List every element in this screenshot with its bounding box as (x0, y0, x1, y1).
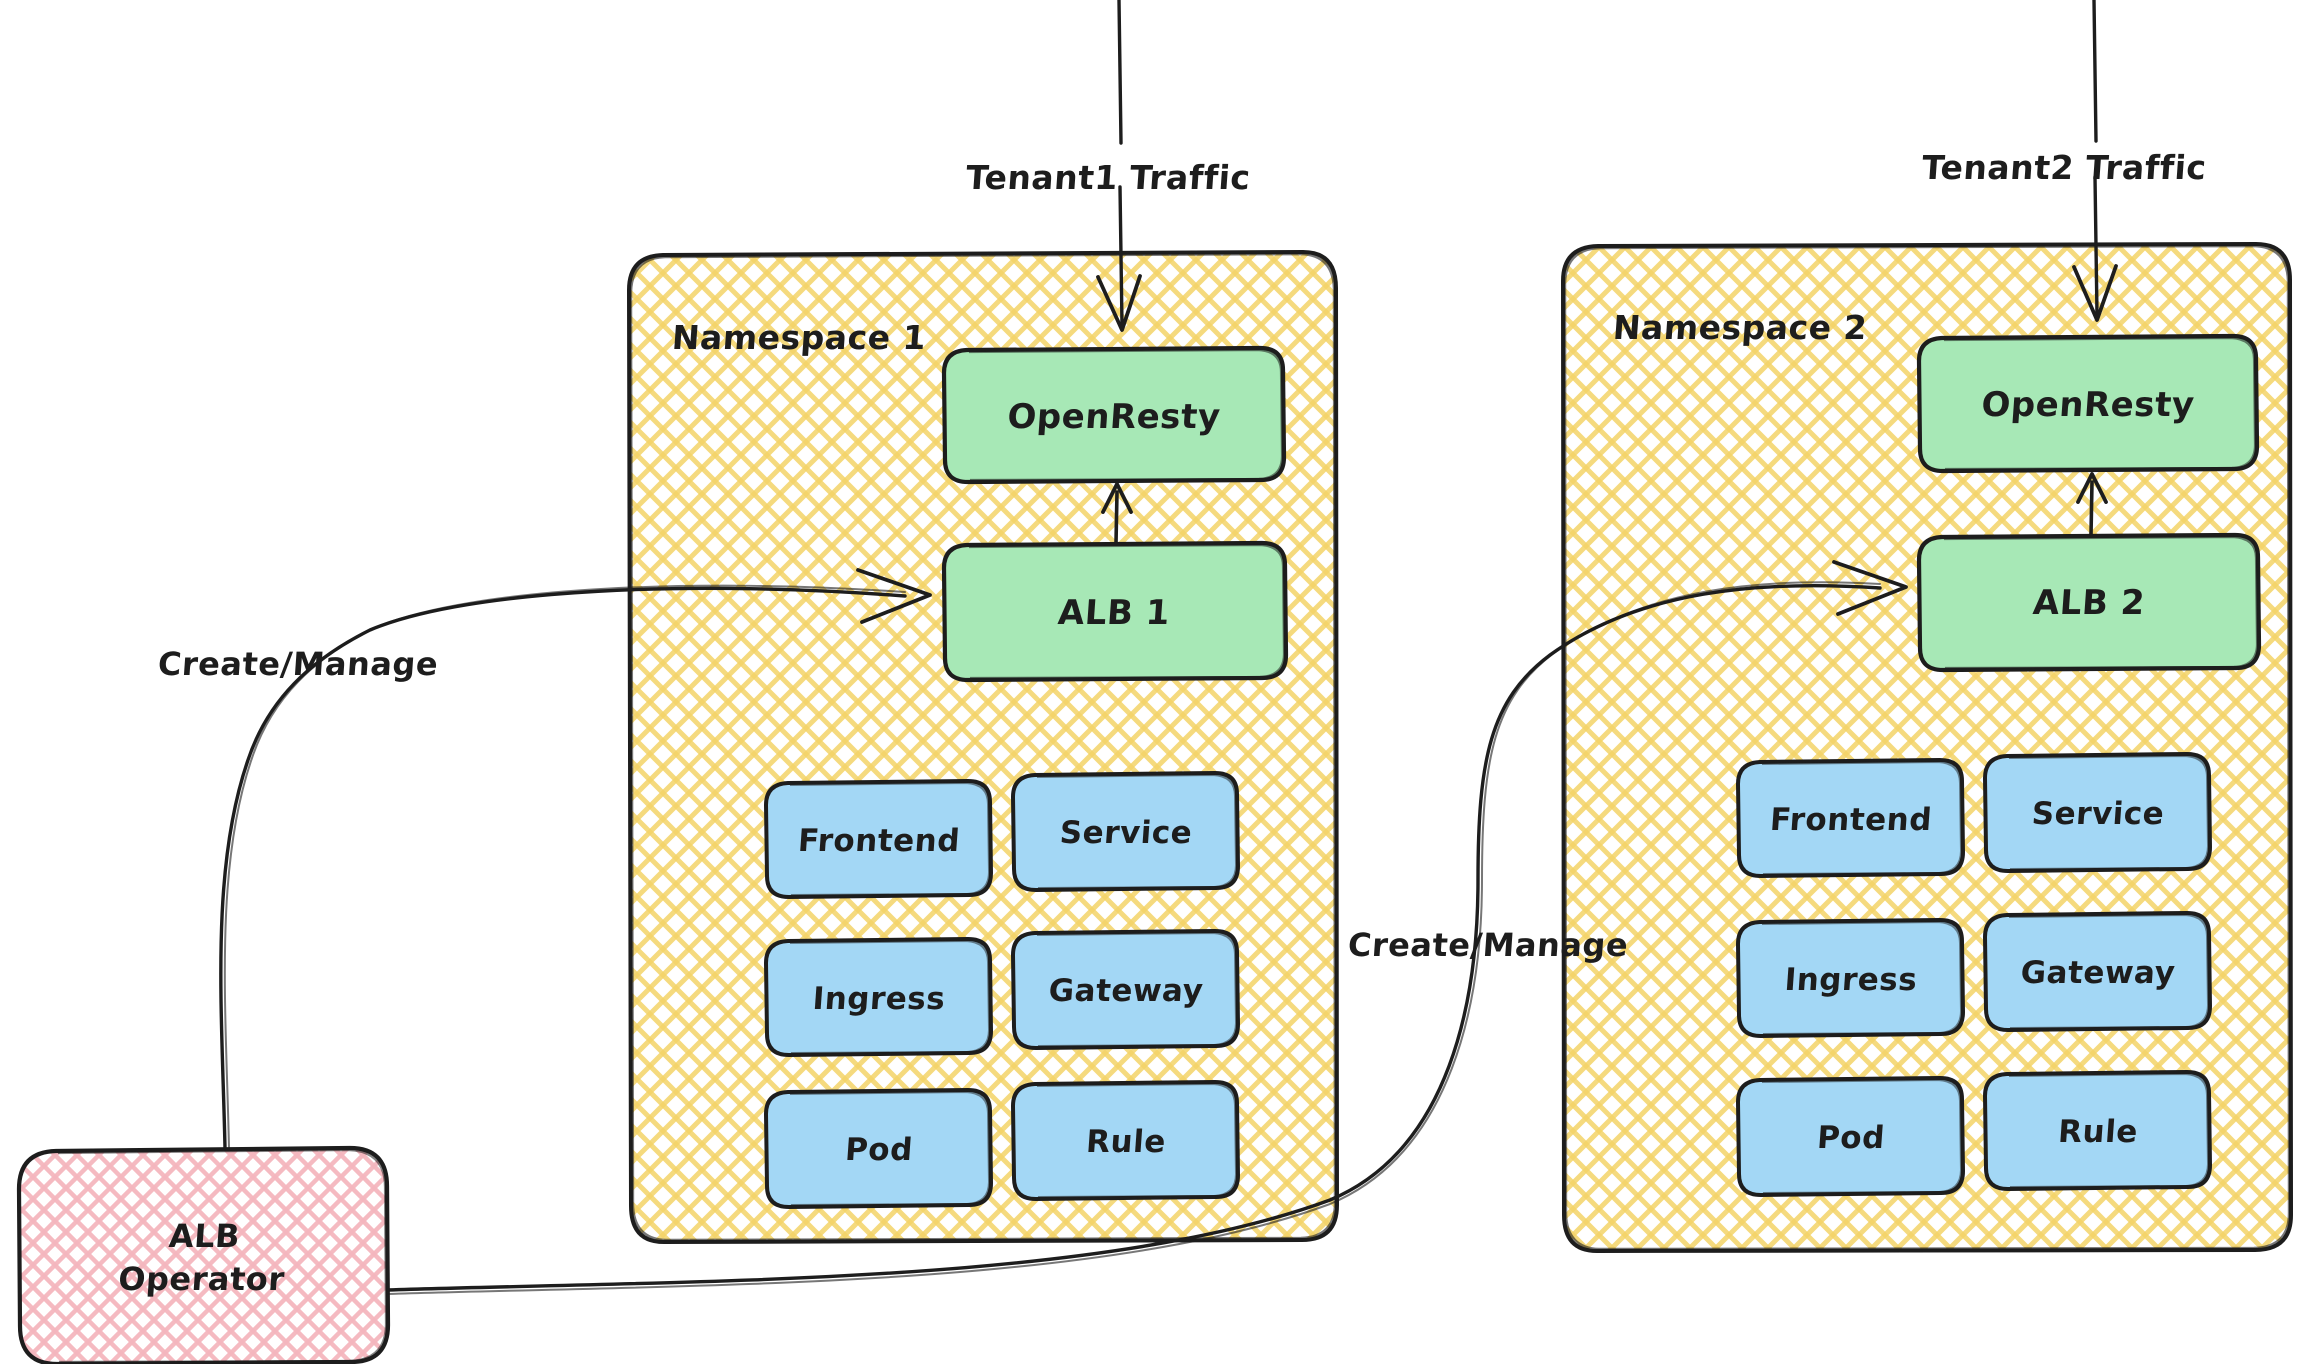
tenant1-traffic-arrow (1096, 0, 1142, 332)
alb2-label: ALB 2 (2031, 583, 2147, 623)
alb2-to-openresty-arrow (2076, 472, 2108, 537)
openresty-label-ns1: OpenResty (1006, 397, 1222, 437)
resource-box-rule-ns2[interactable] (1983, 1070, 2212, 1191)
namespace-2-label: Namespace 2 (1611, 308, 1869, 347)
resource-box-frontend-ns1[interactable] (764, 779, 993, 899)
alb2-box[interactable] (1916, 532, 2262, 673)
namespace-1-label: Namespace 1 (670, 318, 928, 357)
resource-box-gateway-ns1[interactable] (1011, 929, 1240, 1050)
alb-operator-line2: Operator (117, 1260, 286, 1298)
create-manage-label-2: Create/Manage (1346, 926, 1630, 964)
resource-box-frontend-ns2[interactable] (1736, 758, 1965, 878)
create-manage-edge-2 (386, 560, 1908, 1295)
alb-operator-box[interactable] (16, 1145, 391, 1364)
alb1-box[interactable] (941, 540, 1289, 683)
resource-label-ingress-ns2: Ingress (1783, 962, 1919, 998)
resource-box-service-ns1[interactable] (1011, 771, 1240, 892)
resource-label-rule-ns1: Rule (1084, 1124, 1168, 1160)
resource-box-ingress-ns2[interactable] (1736, 918, 1965, 1038)
resource-box-rule-ns1[interactable] (1011, 1080, 1240, 1201)
resource-box-pod-ns1[interactable] (764, 1088, 993, 1209)
alb1-to-openresty-arrow (1101, 482, 1133, 545)
alb-operator-label: ALB Operator (117, 1215, 289, 1301)
tenant1-traffic-label: Tenant1 Traffic (964, 158, 1252, 197)
resource-box-service-ns2[interactable] (1983, 752, 2212, 873)
openresty-label-ns2: OpenResty (1980, 385, 2196, 425)
resource-box-gateway-ns2[interactable] (1983, 911, 2212, 1032)
resource-label-gateway-ns1: Gateway (1047, 973, 1205, 1009)
resource-label-gateway-ns2: Gateway (2019, 955, 2177, 991)
resource-label-service-ns1: Service (1058, 815, 1194, 851)
resource-box-pod-ns2[interactable] (1736, 1076, 1965, 1197)
create-manage-edge-1 (219, 568, 932, 1150)
resource-box-ingress-ns1[interactable] (764, 937, 993, 1057)
openresty-box-ns1[interactable] (941, 345, 1287, 485)
resource-label-pod-ns1: Pod (843, 1132, 915, 1168)
tenant2-traffic-label: Tenant2 Traffic (1920, 148, 2208, 187)
openresty-box-ns2[interactable] (1916, 333, 2260, 474)
alb-operator-line1: ALB (167, 1216, 242, 1255)
resource-label-frontend-ns2: Frontend (1768, 802, 1934, 838)
resource-label-pod-ns2: Pod (1815, 1120, 1887, 1156)
create-manage-label-1: Create/Manage (156, 645, 440, 683)
resource-label-service-ns2: Service (2030, 796, 2166, 832)
tenant2-traffic-arrow (2072, 0, 2118, 322)
resource-label-rule-ns2: Rule (2056, 1114, 2140, 1150)
resource-label-frontend-ns1: Frontend (796, 823, 962, 859)
alb1-label: ALB 1 (1056, 593, 1172, 633)
resource-label-ingress-ns1: Ingress (811, 981, 947, 1017)
